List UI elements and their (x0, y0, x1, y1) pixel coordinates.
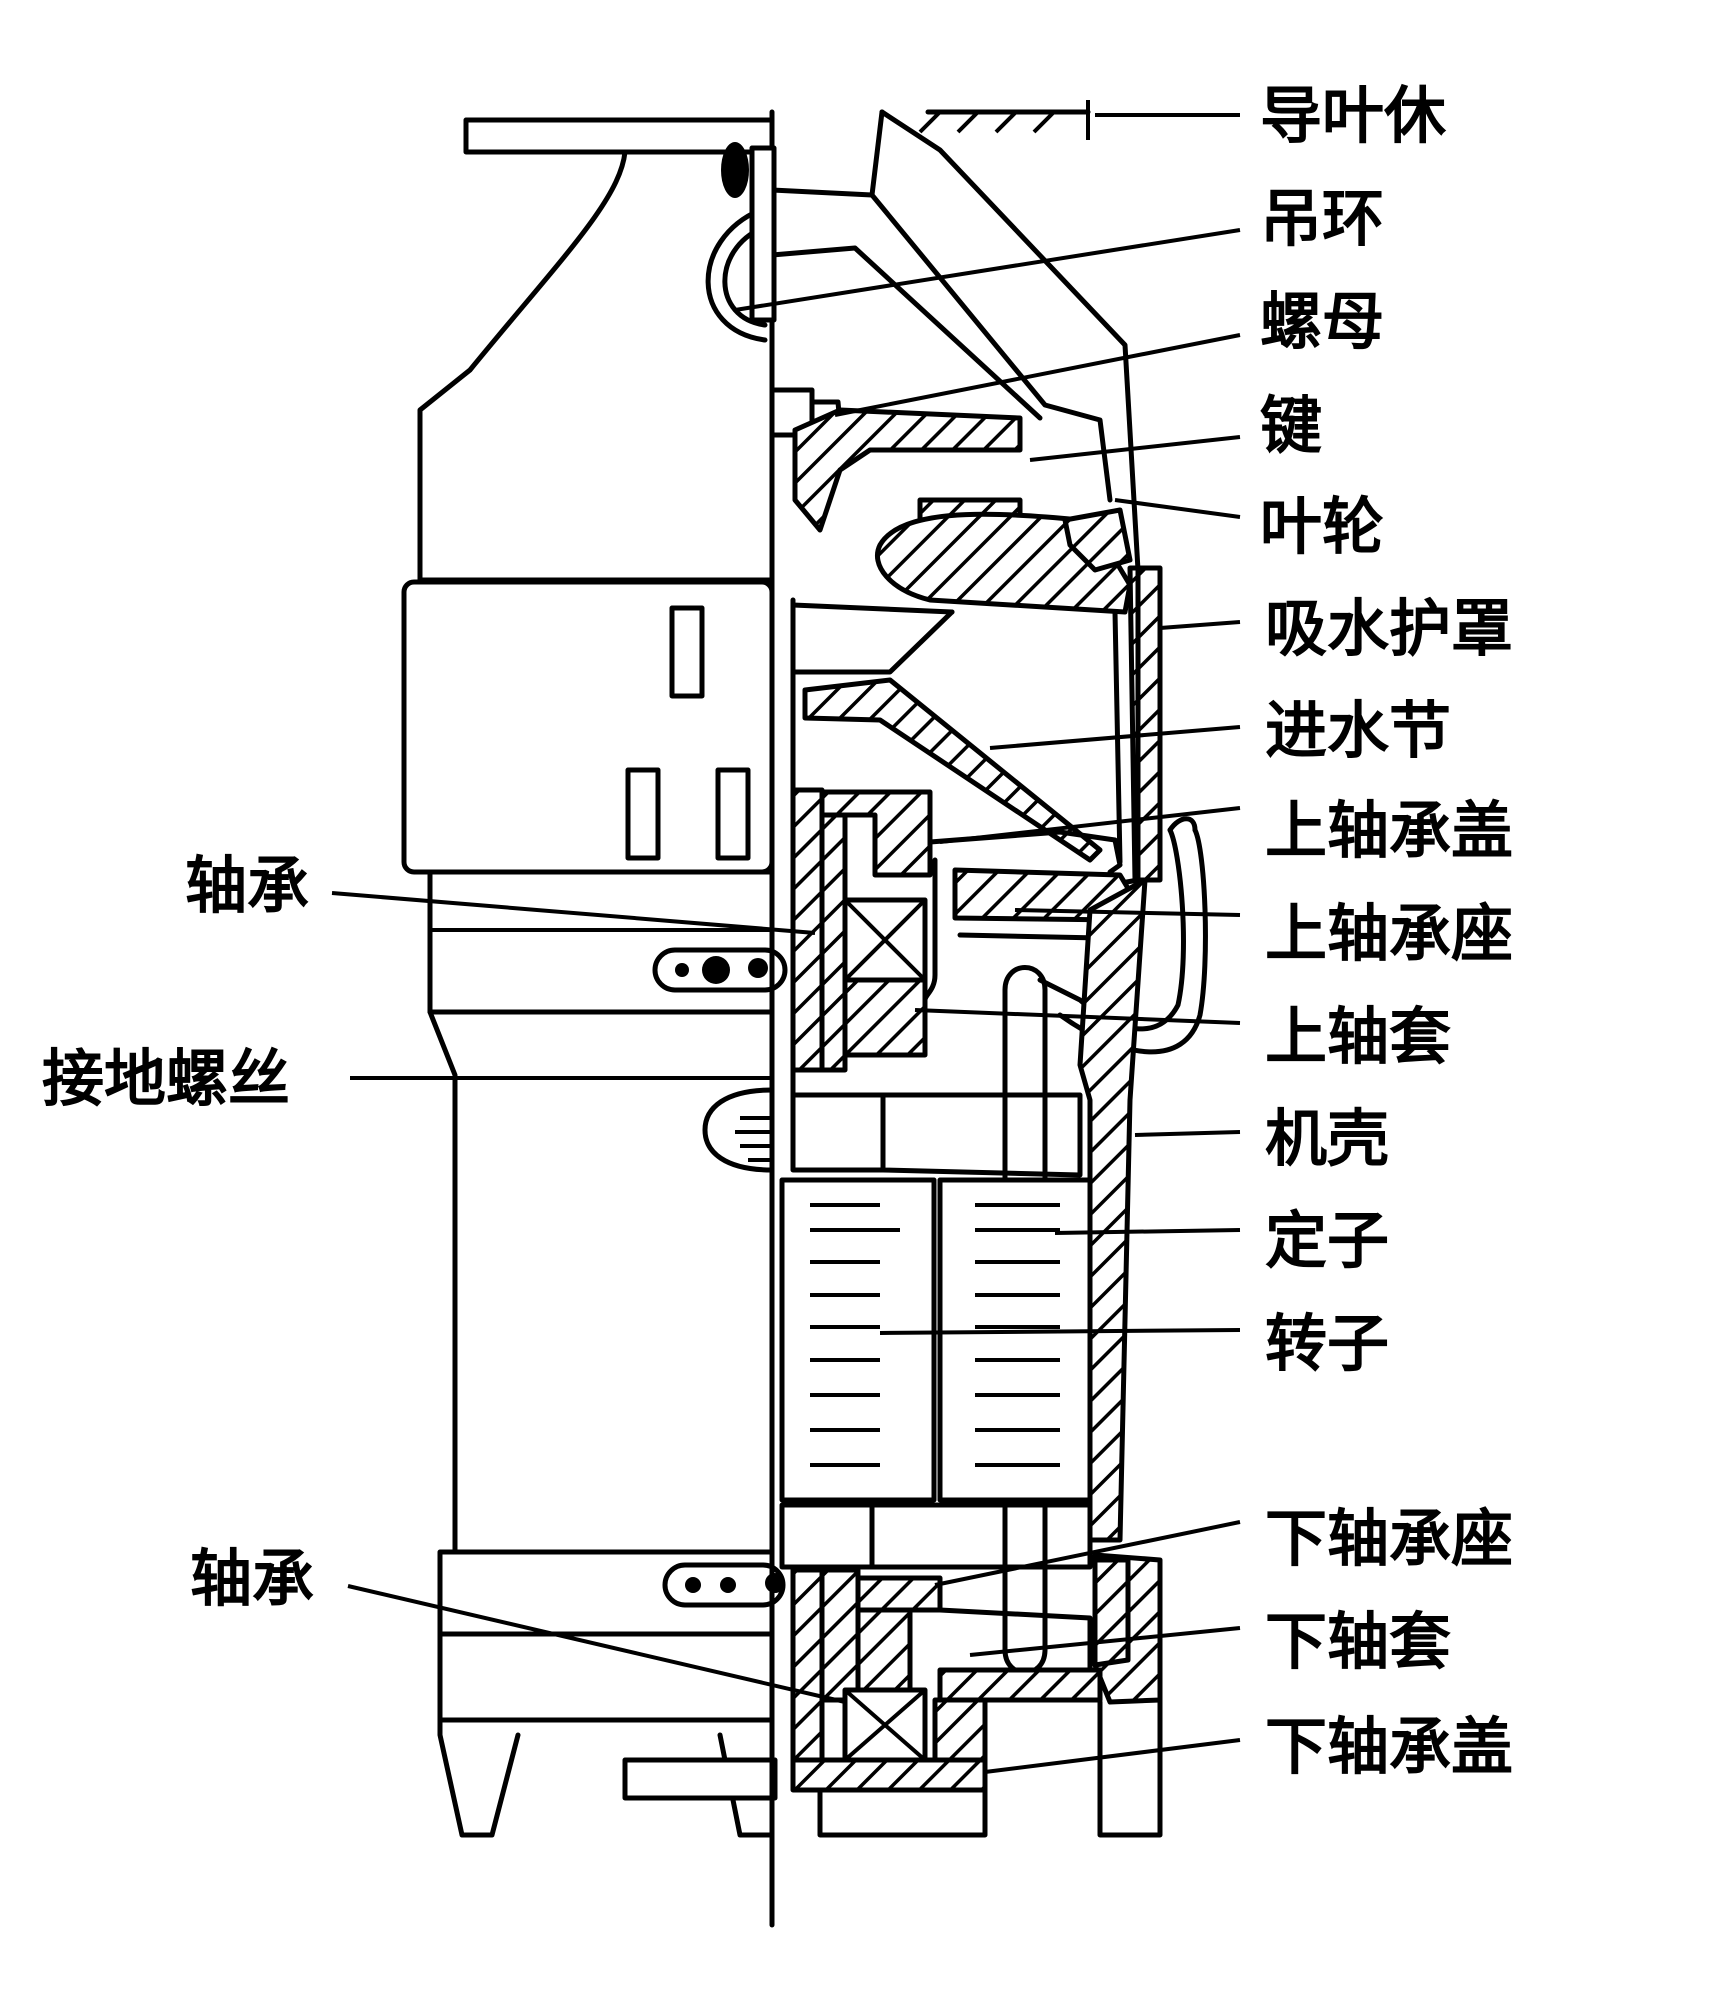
label-lower-shaft-sleeve: 下轴套 (1265, 1605, 1451, 1678)
label-lifting-ring: 吊环 (1260, 182, 1384, 255)
stator-laminations (810, 1203, 1060, 1467)
bolt-icon (765, 1573, 785, 1593)
grounding-screw-icon (702, 1087, 775, 1173)
label-nut: 螺母 (1260, 285, 1384, 358)
bolt-icon (702, 956, 730, 984)
label-grounding-screw: 接地螺丝 (42, 1042, 290, 1115)
label-impeller: 叶轮 (1260, 490, 1384, 563)
bolt-icon (748, 958, 768, 978)
label-key: 键 (1260, 389, 1322, 462)
label-rotor: 转子 (1265, 1307, 1389, 1380)
bolt-icon (685, 1577, 701, 1593)
label-upper-shaft-sleeve: 上轴套 (1265, 1000, 1451, 1073)
labels: 导叶休 吊环 螺母 键 叶轮 吸水护罩 进水节 上轴承盖 上轴承座 上轴套 机壳… (42, 79, 1513, 1783)
label-guide-vane-body: 导叶休 (1260, 79, 1447, 152)
bolt-icon (675, 963, 689, 977)
leader-lines (331, 113, 1241, 1774)
shaft (769, 109, 796, 1928)
lifting-ring-weld-icon (721, 142, 749, 198)
label-bearing-upper: 轴承 (185, 849, 309, 922)
label-upper-bearing-cover: 上轴承盖 (1265, 794, 1513, 867)
label-lower-bearing-seat: 下轴承座 (1265, 1502, 1513, 1575)
vent-slot (715, 767, 751, 861)
label-casing: 机壳 (1265, 1102, 1389, 1175)
label-bearing-lower: 轴承 (190, 1542, 314, 1615)
label-suction-guard: 吸水护罩 (1265, 592, 1513, 665)
label-upper-bearing-seat: 上轴承座 (1265, 897, 1513, 970)
label-inlet-section: 进水节 (1265, 694, 1451, 767)
vent-slot (669, 605, 705, 699)
bolt-icon (720, 1577, 736, 1593)
vent-slot (625, 767, 661, 861)
pump-exterior (401, 117, 788, 1838)
label-lower-bearing-cover: 下轴承盖 (1265, 1710, 1513, 1783)
label-stator: 定子 (1265, 1204, 1389, 1277)
